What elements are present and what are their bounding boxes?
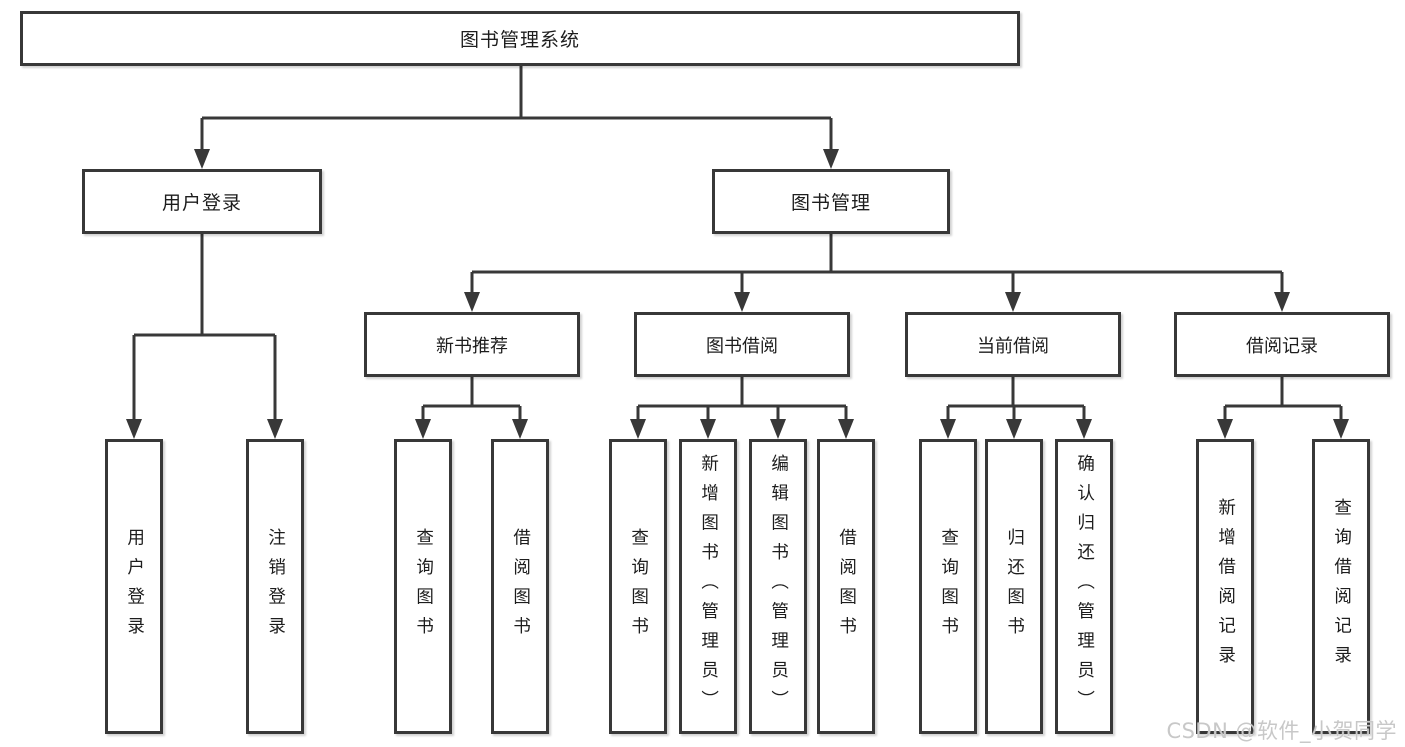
node-user-login: 用户登录 <box>82 169 322 234</box>
node-borrowing-records: 借阅记录 <box>1174 312 1390 377</box>
node-book-borrowing: 图书借阅 <box>634 312 850 377</box>
leaf-query-books-current: 查询图书 <box>919 439 977 734</box>
csdn-watermark: CSDN @软件_小贺同学 <box>1166 719 1397 743</box>
node-root-label: 图书管理系统 <box>459 29 580 51</box>
node-current-borrowing-label: 当前借阅 <box>977 335 1049 357</box>
leaf-query-books-borrow: 查询图书 <box>609 439 667 734</box>
leaf-add-books-admin: 新增图书（管理员） <box>679 439 737 734</box>
leaf-label: 用户登录 <box>124 527 145 646</box>
leaf-label: 借阅图书 <box>836 527 857 646</box>
leaf-borrow-books-recommend: 借阅图书 <box>491 439 549 734</box>
leaf-return-books: 归还图书 <box>985 439 1043 734</box>
leaf-query-books-recommend: 查询图书 <box>394 439 452 734</box>
leaf-label: 新增图书（管理员） <box>698 453 719 720</box>
node-current-borrowing: 当前借阅 <box>905 312 1121 377</box>
leaf-label: 新增借阅记录 <box>1215 498 1236 675</box>
node-new-book-recommend: 新书推荐 <box>364 312 580 377</box>
node-book-management: 图书管理 <box>712 169 950 234</box>
leaf-label: 查询图书 <box>628 527 649 646</box>
node-borrowing-records-label: 借阅记录 <box>1246 335 1318 357</box>
leaf-label: 确认归还（管理员） <box>1074 453 1095 720</box>
leaf-add-borrow-record: 新增借阅记录 <box>1196 439 1254 734</box>
leaf-label: 编辑图书（管理员） <box>768 453 789 720</box>
node-root-system: 图书管理系统 <box>20 11 1020 66</box>
leaf-label: 注销登录 <box>265 527 286 646</box>
leaf-label: 借阅图书 <box>510 527 531 646</box>
leaf-edit-books-admin: 编辑图书（管理员） <box>749 439 807 734</box>
node-new-book-recommend-label: 新书推荐 <box>436 335 508 357</box>
leaf-logout: 注销登录 <box>246 439 304 734</box>
leaf-label: 查询图书 <box>938 527 959 646</box>
node-user-login-label: 用户登录 <box>161 192 242 214</box>
leaf-confirm-return-admin: 确认归还（管理员） <box>1055 439 1113 734</box>
leaf-label: 查询图书 <box>413 527 434 646</box>
node-book-borrowing-label: 图书借阅 <box>706 335 778 357</box>
leaf-label: 查询借阅记录 <box>1331 498 1352 675</box>
leaf-label: 归还图书 <box>1004 527 1025 646</box>
leaf-borrow-books: 借阅图书 <box>817 439 875 734</box>
leaf-user-login: 用户登录 <box>105 439 163 734</box>
leaf-query-borrow-record: 查询借阅记录 <box>1312 439 1370 734</box>
node-book-management-label: 图书管理 <box>790 192 871 214</box>
